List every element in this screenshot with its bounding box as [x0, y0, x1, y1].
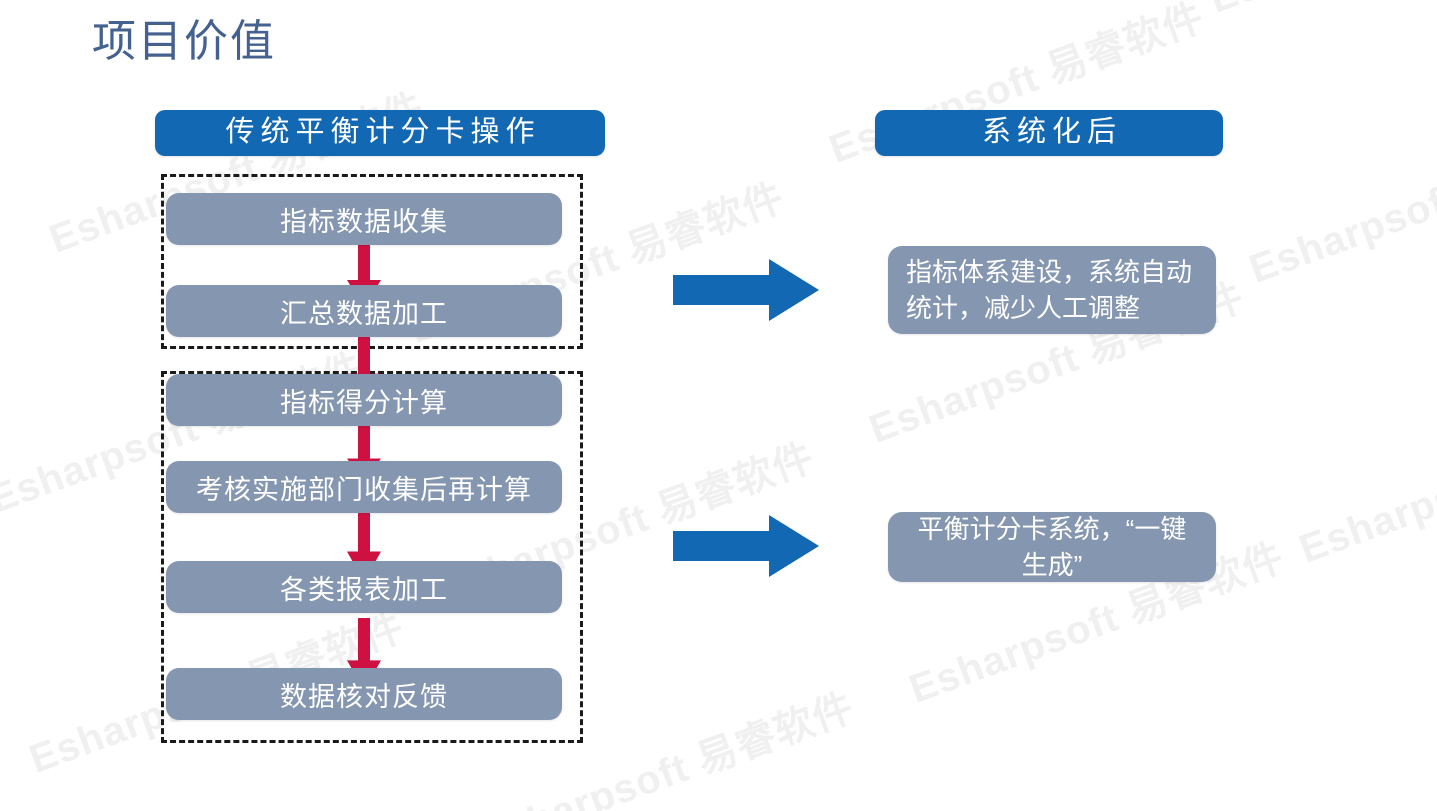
- result-box-bsc-system: 平衡计分卡系统，“一键生成”: [888, 512, 1216, 582]
- watermark-text: Esharpsoft 易睿软件: [1293, 395, 1437, 572]
- watermark-text: Esharpsoft 易睿软件: [1243, 115, 1437, 292]
- process-step-box: 各类报表加工: [166, 561, 562, 613]
- result-box-indicator-system: 指标体系建设，系统自动统计，减少人工调整: [888, 246, 1216, 334]
- group-frame-scoring-reporting: [161, 371, 583, 743]
- column-header-traditional: 传统平衡计分卡操作: [155, 110, 605, 156]
- process-step-box: 汇总数据加工: [166, 285, 562, 337]
- process-step-box: 指标数据收集: [166, 193, 562, 245]
- watermark-text: Esharpsoft 易睿软件: [1200, 0, 1437, 25]
- process-step-box: 考核实施部门收集后再计算: [166, 461, 562, 513]
- arrow-right-icon: [673, 515, 819, 577]
- group-frame-data-collection: [161, 174, 583, 349]
- column-header-systemized: 系统化后: [875, 110, 1223, 156]
- process-step-box: 数据核对反馈: [166, 668, 562, 720]
- page-title: 项目价值: [92, 17, 276, 66]
- process-step-box: 指标得分计算: [166, 374, 562, 426]
- arrow-right-icon: [673, 259, 819, 321]
